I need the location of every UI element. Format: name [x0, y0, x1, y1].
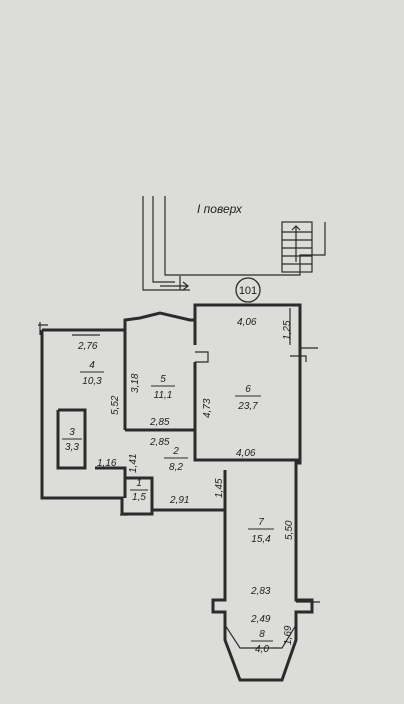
- svg-text:2: 2: [172, 446, 179, 457]
- dim-4-06-bottom: 4,06: [236, 448, 256, 459]
- entrance-corridor: [142, 196, 326, 291]
- svg-text:4: 4: [89, 360, 95, 371]
- apartment-number: 101: [239, 285, 257, 297]
- dim-2-91: 2,91: [169, 495, 189, 506]
- dim-1-25: 1,25: [282, 320, 293, 340]
- stairs: [281, 221, 313, 273]
- dim-2-85-a: 2,85: [149, 417, 170, 428]
- dim-2-49: 2,49: [250, 614, 271, 625]
- dim-2-83: 2,83: [250, 586, 271, 597]
- dim-4-73: 4,73: [202, 398, 213, 418]
- svg-text:6: 6: [245, 384, 251, 395]
- svg-text:15,4: 15,4: [251, 534, 271, 545]
- dim-2-85-b: 2,85: [149, 437, 170, 448]
- room-3: 3 3,3: [62, 427, 82, 453]
- room-8: 8 4,0: [251, 629, 273, 655]
- room-7: 7 15,4: [248, 517, 274, 545]
- dim-1-45: 1,45: [214, 478, 225, 498]
- room-5: 5 11,1: [151, 374, 175, 401]
- room-1: 1 1,5: [130, 478, 148, 503]
- dim-2-76: 2,76: [77, 341, 98, 352]
- dimension-labels: 2,76 5,52 1,16 3,18 2,85 2,85 1,41 4,06 …: [77, 317, 295, 645]
- dim-1-16: 1,16: [97, 458, 117, 469]
- svg-text:1: 1: [136, 478, 142, 489]
- svg-text:23,7: 23,7: [237, 401, 258, 412]
- svg-text:3: 3: [69, 427, 75, 438]
- room-2: 2 8,2: [164, 446, 188, 473]
- svg-text:10,3: 10,3: [82, 376, 102, 387]
- dim-1-69: 1,69: [283, 625, 294, 645]
- floor-label: I поверх: [197, 202, 243, 216]
- dim-1-41: 1,41: [128, 454, 139, 473]
- svg-text:11,1: 11,1: [154, 390, 173, 401]
- dim-3-18: 3,18: [130, 373, 141, 393]
- svg-text:5: 5: [160, 374, 166, 385]
- outer-walls: [38, 303, 320, 682]
- svg-text:8,2: 8,2: [169, 462, 183, 473]
- svg-text:1,5: 1,5: [132, 492, 146, 503]
- room-4: 4 10,3: [80, 360, 104, 387]
- interior-walls: [56, 308, 307, 649]
- entrance-arrow-icon: [160, 281, 189, 291]
- dim-5-50: 5,50: [284, 520, 295, 540]
- svg-text:4,0: 4,0: [255, 644, 269, 655]
- room-6: 6 23,7: [235, 384, 261, 412]
- stairs-arrow-icon: [291, 225, 301, 262]
- svg-text:7: 7: [258, 517, 264, 528]
- apartment-number-badge: 101: [235, 277, 261, 303]
- svg-text:3,3: 3,3: [65, 442, 79, 453]
- dim-5-52: 5,52: [110, 395, 121, 415]
- dim-4-06-top: 4,06: [237, 317, 257, 328]
- svg-text:8: 8: [259, 629, 265, 640]
